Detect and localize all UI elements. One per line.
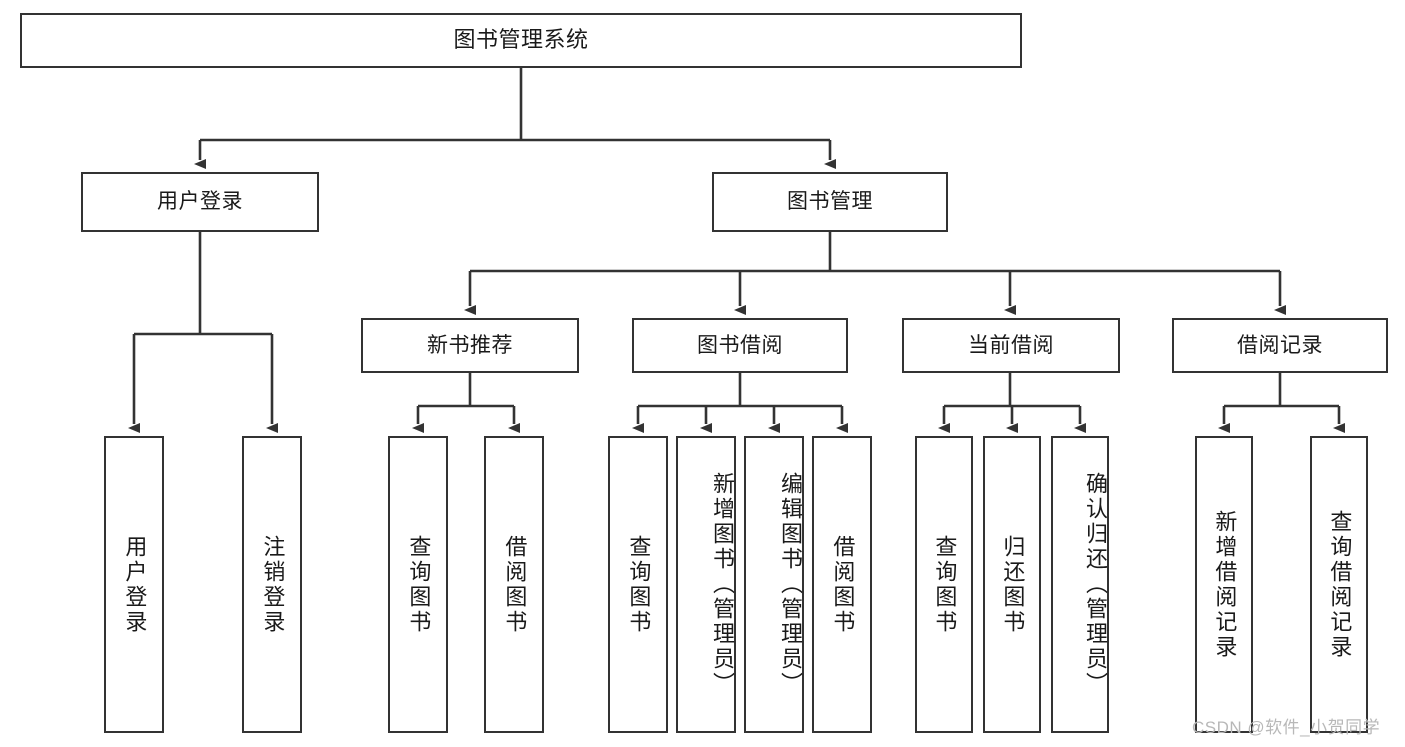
node-book-manage[interactable]: 图书管理 (712, 172, 948, 232)
leaf-logout[interactable]: 注销登录 (242, 436, 302, 733)
leaf-user-login[interactable]: 用户登录 (104, 436, 164, 733)
leaf-edit-book-admin[interactable]: 编辑图书（管理员） (744, 436, 804, 733)
node-user-login[interactable]: 用户登录 (81, 172, 319, 232)
leaf-add-borrow-record[interactable]: 新增借阅记录 (1195, 436, 1253, 733)
leaf-query-book-borrow[interactable]: 查询图书 (608, 436, 668, 733)
node-borrow-record[interactable]: 借阅记录 (1172, 318, 1388, 373)
node-current-borrow[interactable]: 当前借阅 (902, 318, 1120, 373)
node-root[interactable]: 图书管理系统 (20, 13, 1022, 68)
leaf-query-book-recommend[interactable]: 查询图书 (388, 436, 448, 733)
csdn-watermark: CSDN @软件_小贺同学 (1192, 718, 1381, 737)
node-new-book-rec[interactable]: 新书推荐 (361, 318, 579, 373)
leaf-query-book-current[interactable]: 查询图书 (915, 436, 973, 733)
leaf-query-borrow-record[interactable]: 查询借阅记录 (1310, 436, 1368, 733)
leaf-borrow-book-recommend[interactable]: 借阅图书 (484, 436, 544, 733)
node-book-borrow[interactable]: 图书借阅 (632, 318, 848, 373)
leaf-add-book-admin[interactable]: 新增图书（管理员） (676, 436, 736, 733)
leaf-confirm-return-admin[interactable]: 确认归还（管理员） (1051, 436, 1109, 733)
leaf-borrow-book[interactable]: 借阅图书 (812, 436, 872, 733)
leaf-return-book[interactable]: 归还图书 (983, 436, 1041, 733)
